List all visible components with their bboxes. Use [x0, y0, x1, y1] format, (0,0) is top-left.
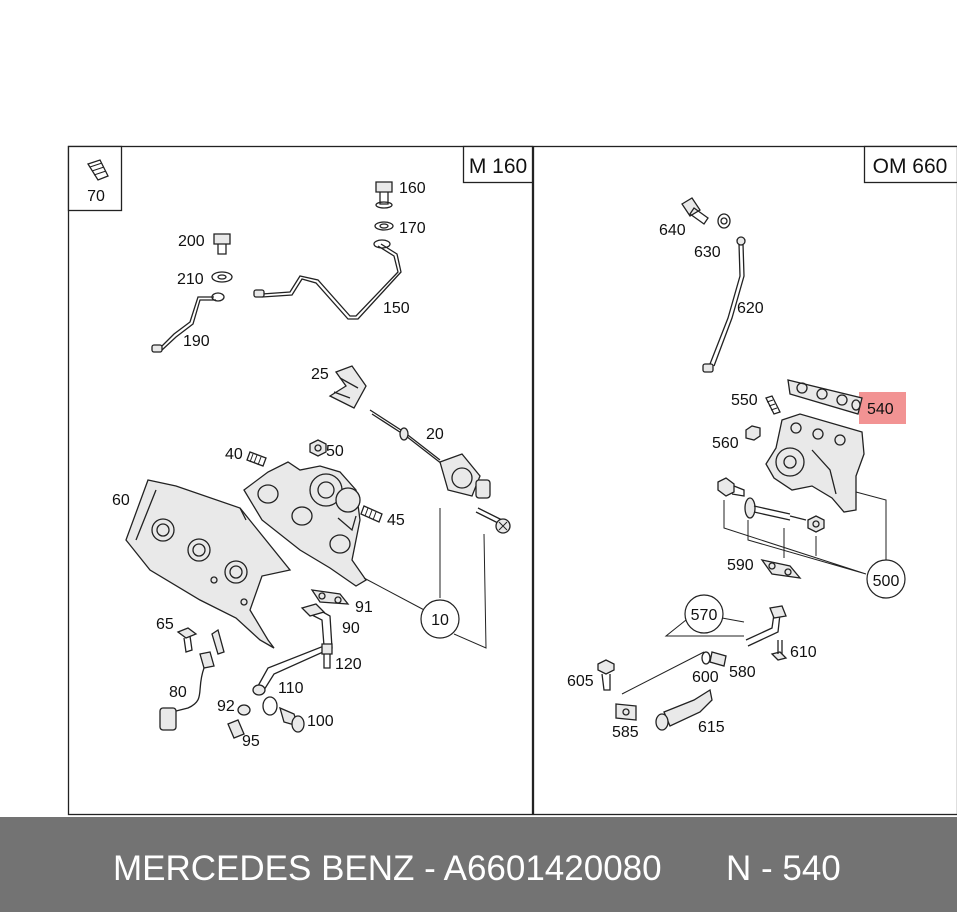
- sealant-tube-615-icon: [655, 688, 713, 731]
- left-panel-frame: [67, 145, 534, 816]
- gasket-91-icon: [310, 589, 350, 605]
- callout-630: 630: [694, 244, 721, 261]
- bracket-25-icon: [328, 365, 367, 409]
- washer-210-icon: [211, 271, 233, 302]
- callout-50: 50: [326, 443, 344, 460]
- leader-570: [621, 617, 745, 695]
- manifold-gasket-540-icon: [787, 379, 863, 415]
- callout-500: 500: [873, 573, 900, 590]
- banjo-bolt-200-icon: [213, 233, 231, 255]
- oil-pipe-620-icon: [702, 236, 746, 373]
- callout-200: 200: [178, 233, 205, 250]
- callout-170: 170: [399, 220, 426, 237]
- callout-620: 620: [737, 300, 764, 317]
- nut-50-icon: [309, 439, 327, 457]
- right-title-box: [863, 145, 957, 184]
- oil-return-pipe-icon: [745, 605, 787, 647]
- callout-580: 580: [729, 664, 756, 681]
- callout-65: 65: [156, 616, 174, 633]
- bolt-65-icon: [176, 627, 198, 653]
- bolt-605-icon: [597, 659, 615, 691]
- left-panel-title: M 160: [469, 155, 527, 178]
- bolt-icon: [475, 507, 511, 534]
- turbo-manifold-assembly-icon: [243, 461, 367, 587]
- callout-160: 160: [399, 180, 426, 197]
- callout-110: 110: [278, 680, 304, 697]
- om660-turbo-manifold-icon: [765, 413, 865, 513]
- actuator-rod-icon: [744, 497, 807, 521]
- hose-580-icon: [709, 651, 727, 667]
- heat-shield-60-icon: [125, 479, 292, 649]
- wastegate-actuator-20-icon: [369, 409, 491, 499]
- callout-92: 92: [217, 698, 235, 715]
- bolt-120-icon: [321, 643, 333, 669]
- union-585-icon: [615, 703, 637, 721]
- highlight-540: [859, 392, 906, 424]
- stud-45-icon: [360, 505, 383, 523]
- oil-pipe-190-icon: [159, 296, 214, 349]
- right-panel-title: OM 660: [873, 155, 948, 178]
- banjo-bolt-160-icon: [375, 181, 393, 209]
- nut-icon: [807, 515, 825, 533]
- nut-560-icon: [745, 425, 761, 441]
- right-panel-frame: [532, 145, 957, 816]
- callout-40: 40: [225, 446, 243, 463]
- reference-text: N - 540: [726, 849, 841, 888]
- washer-630-icon: [717, 213, 731, 229]
- callout-550: 550: [731, 392, 758, 409]
- callout-10: 10: [431, 612, 449, 629]
- callout-540: 540: [867, 401, 894, 418]
- clamp-92-icon: [237, 704, 251, 716]
- callout-585: 585: [612, 724, 639, 741]
- callout-640: 640: [659, 222, 686, 239]
- leader-10: [363, 508, 487, 649]
- callout-25: 25: [311, 366, 329, 383]
- callout-120: 120: [335, 656, 362, 673]
- oil-pipe-150-icon: [257, 245, 399, 317]
- callout-600: 600: [692, 669, 719, 686]
- oxygen-sensor-80-icon: [159, 628, 225, 731]
- callout-615: 615: [698, 719, 725, 736]
- callout-150: 150: [383, 300, 410, 317]
- callout-20: 20: [426, 426, 444, 443]
- callout-590: 590: [727, 557, 754, 574]
- corner-box: [67, 145, 123, 212]
- callout-570-circle: [684, 594, 724, 634]
- part-number-text: MERCEDES BENZ - A6601420080: [113, 849, 662, 888]
- callout-45: 45: [387, 512, 405, 529]
- gasket-590-icon: [760, 559, 802, 579]
- callout-210: 210: [177, 271, 204, 288]
- callout-560: 560: [712, 435, 739, 452]
- leader-500: [723, 491, 887, 575]
- union-100-icon: [262, 696, 305, 733]
- washer-170-icon: [373, 221, 394, 249]
- callout-95: 95: [242, 733, 260, 750]
- corner-label: 70: [87, 188, 105, 205]
- banjo-bolt-640-icon: [681, 197, 709, 225]
- stud-550-icon: [765, 395, 781, 415]
- callout-100: 100: [307, 713, 334, 730]
- footer-bar: MERCEDES BENZ - A6601420080 N - 540: [0, 817, 957, 912]
- callout-605: 605: [567, 673, 594, 690]
- callout-90: 90: [342, 620, 360, 637]
- callout-91: 91: [355, 599, 373, 616]
- callout-10-circle: [420, 599, 460, 639]
- stud-40-icon: [246, 451, 267, 467]
- bolt-610-icon: [770, 640, 788, 661]
- clamp-600-icon: [701, 651, 711, 665]
- callout-610: 610: [790, 644, 817, 661]
- callout-80: 80: [169, 684, 187, 701]
- callout-190: 190: [183, 333, 210, 350]
- callout-500-circle: [866, 559, 906, 599]
- callout-570: 570: [691, 607, 718, 624]
- left-title-box: [462, 145, 534, 184]
- hose-95-icon: [227, 719, 245, 739]
- callout-60: 60: [112, 492, 130, 509]
- stud-70-icon: [87, 159, 109, 181]
- banjo-fitting-icon: [717, 477, 745, 497]
